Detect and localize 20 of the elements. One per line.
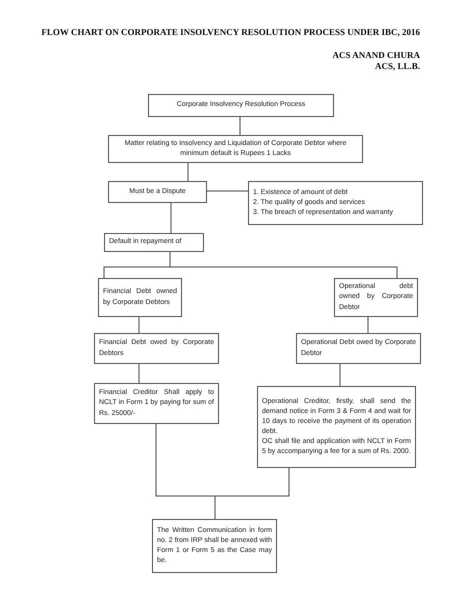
author-label: ACS, LL.B. — [374, 61, 420, 72]
chart-title: FLOW CHART ON CORPORATE INSOLVENCY RESOLUTION PROCESS UNDER IBC, 2016 — [40, 27, 420, 38]
process-box — [148, 94, 334, 117]
process-box — [108, 181, 207, 203]
author-label: ACS ANAND CHURA — [332, 50, 420, 62]
process-box — [98, 278, 182, 317]
process-box — [334, 278, 418, 317]
process-box — [257, 386, 416, 468]
process-box — [152, 519, 277, 573]
connector-line — [138, 316, 140, 334]
process-box — [108, 135, 363, 163]
process-box — [104, 233, 204, 252]
connector-line — [170, 202, 172, 234]
process-box — [94, 333, 219, 364]
process-box — [296, 333, 421, 364]
connector-line — [206, 190, 248, 192]
connector-line — [138, 364, 140, 384]
connector-line — [214, 468, 290, 520]
process-box — [248, 181, 423, 225]
connector-line — [170, 252, 398, 278]
